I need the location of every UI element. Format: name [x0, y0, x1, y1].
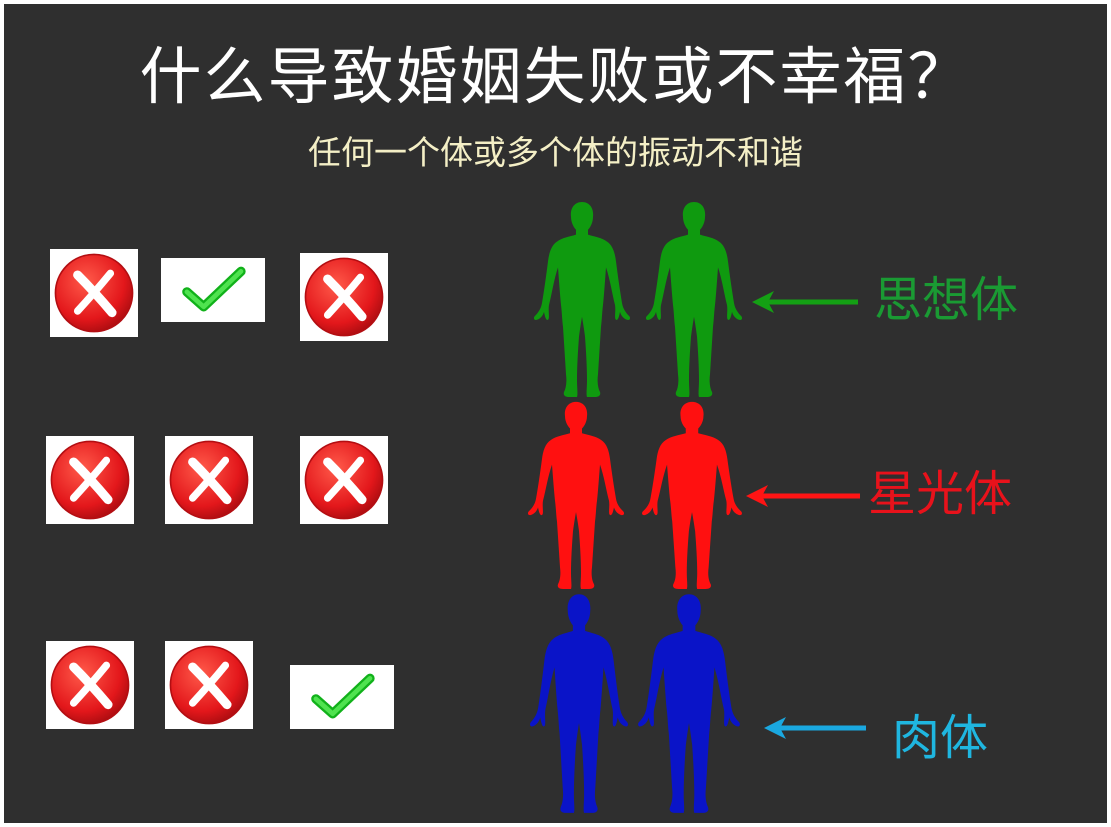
red-circle-x-icon — [46, 436, 134, 524]
arrow-astral — [746, 485, 860, 507]
red-circle-x-icon — [165, 641, 253, 729]
slide-subtitle: 任何一个体或多个体的振动不和谐 — [308, 133, 803, 172]
body-figures — [527, 201, 866, 813]
human-figure-astral-left — [527, 401, 625, 590]
red-circle-x-icon — [50, 249, 138, 337]
green-checkmark-icon — [161, 258, 265, 322]
human-figure-physical-left — [529, 594, 629, 813]
red-circle-x-icon — [300, 436, 388, 524]
red-circle-x-icon — [300, 253, 388, 341]
label-physical-body: 肉体 — [892, 710, 989, 766]
red-circle-x-icon — [165, 436, 253, 524]
human-figure-mental-right — [645, 201, 743, 398]
label-mental-body: 思想体 — [874, 272, 1019, 328]
label-astral-body: 星光体 — [868, 466, 1013, 522]
slide-title: 什么导致婚姻失败或不幸福？ — [139, 40, 972, 113]
human-figure-astral-right — [642, 401, 742, 590]
arrow-physical — [764, 717, 866, 739]
arrow-mental — [752, 291, 858, 313]
green-checkmark-icon — [290, 665, 394, 729]
red-circle-x-icon — [46, 641, 134, 729]
human-figure-mental-left — [533, 201, 631, 398]
slide: 什么导致婚姻失败或不幸福？ 任何一个体或多个体的振动不和谐 — [4, 4, 1107, 823]
human-figure-physical-right — [638, 594, 740, 813]
